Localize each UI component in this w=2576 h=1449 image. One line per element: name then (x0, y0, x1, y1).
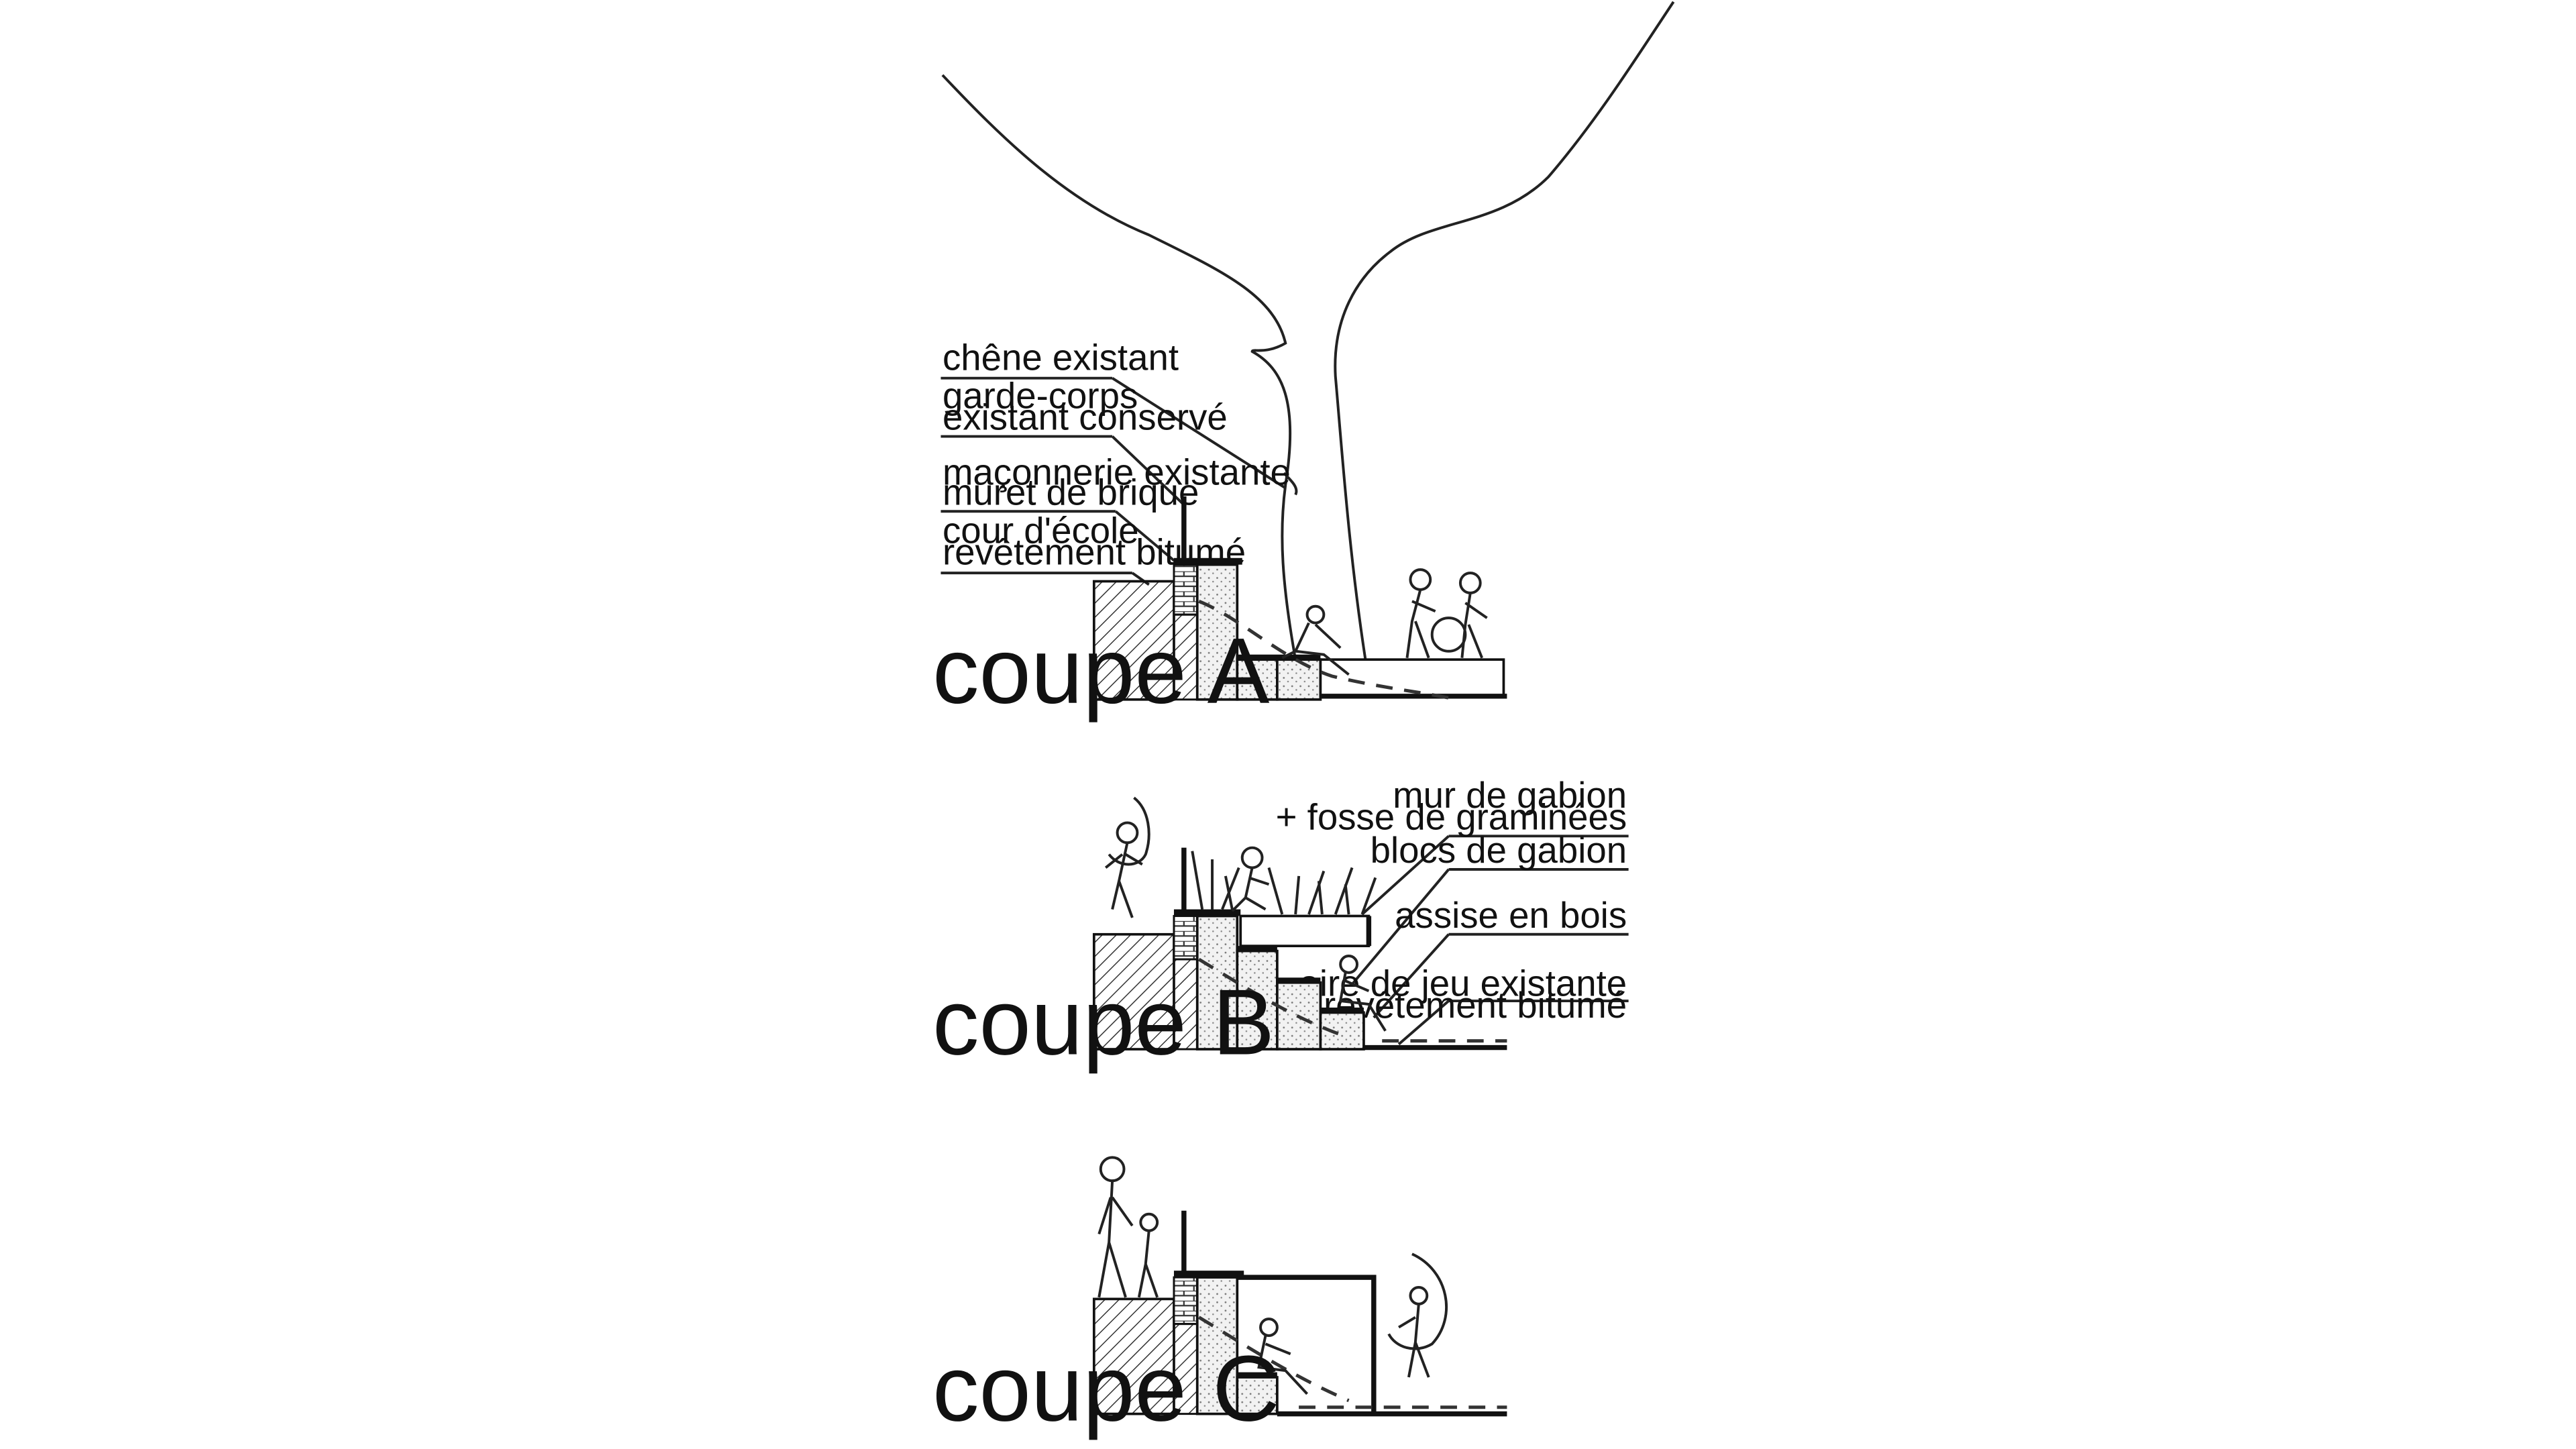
child-jumping-icon (1387, 1252, 1448, 1378)
child-walking-icon (1137, 1212, 1159, 1298)
section-a: chêne existant garde-corps existant cons… (932, 1, 1675, 723)
label-mur-gabion: mur de gabion (1393, 775, 1627, 816)
children-playing-icon (1405, 568, 1488, 659)
leader-lines (1351, 835, 1629, 1046)
tree-icon (941, 1, 1675, 660)
person-sitting-icon (1257, 1318, 1309, 1395)
section-c-title: coupe C (932, 1337, 1280, 1441)
label-maconnerie: maçonnerie existante (943, 452, 1291, 493)
child-jumping-icon (1104, 796, 1150, 918)
label-cour: cour d'école (943, 510, 1139, 551)
section-b-title: coupe B (932, 970, 1275, 1074)
section-b-labels: mur de gabion + fosse de graminées blocs… (1276, 775, 1627, 1026)
label-maconnerie-2: muret de brique (943, 472, 1199, 513)
adult-walking-icon (1097, 1156, 1134, 1298)
grass-icon (1191, 851, 1377, 915)
label-chene: chêne existant (943, 337, 1179, 378)
section-b: mur de gabion + fosse de graminées blocs… (932, 775, 1629, 1074)
section-a-labels: chêne existant garde-corps existant cons… (943, 337, 1291, 572)
label-blocs-gabion: blocs de gabion (1371, 830, 1627, 871)
label-garde-corps-2: existant conservé (943, 397, 1228, 438)
section-a-title: coupe A (932, 619, 1270, 723)
label-aire-jeu-2: revêtement bitumé (1324, 985, 1627, 1026)
person-sitting-icon (1338, 955, 1387, 1032)
child-climbing-icon (1231, 846, 1270, 912)
person-sitting-icon (1281, 604, 1350, 676)
section-c: coupe C (932, 1156, 1507, 1441)
label-garde-corps: garde-corps (943, 375, 1138, 416)
label-assise-bois: assise en bois (1395, 895, 1627, 936)
label-mur-gabion-2: + fosse de graminées (1276, 796, 1627, 837)
leader-lines (941, 376, 1287, 586)
